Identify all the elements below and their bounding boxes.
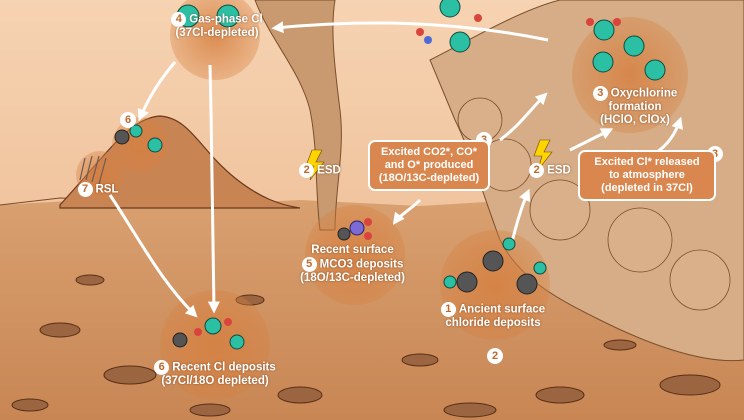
step-2-right-badge: 2 [529,163,545,178]
recent-cl-line1: Recent Cl deposits [172,361,276,374]
rsl-streaks [79,155,107,185]
excited-co2-line3: (18O/13C-depleted) [378,172,480,184]
step-1-badge: 1 [440,302,456,317]
step-6-bottom-badge: 6 [154,360,170,375]
gas-phase-cl-title: Gas-phase Cl [189,13,263,26]
gas-phase-cl-sub: (37Cl-depleted) [175,27,259,39]
node-excited-cl: Excited Cl* released to atmosphere (depl… [578,150,716,201]
step-2-left-badge: 2 [299,163,315,178]
ancient-line1: Ancient surface [458,303,546,316]
mco3-line2: MCO3 deposits [319,258,404,271]
molecule-mco3 [337,218,372,241]
molecule-sky [416,0,482,53]
molecule-hill [114,124,163,153]
excited-cl-line3: (depleted in 37Cl) [601,182,693,194]
molecule-oxy [586,18,666,81]
oxychlorine-sub: (HClO, ClOx) [600,114,670,126]
step-7-badge: 7 [77,182,93,197]
recent-cl-line2: (37Cl/18O depleted) [161,375,269,387]
ground-rocks [11,274,721,418]
excited-co2-line1: Excited CO2*, CO* [381,146,477,158]
mco3-line3: (18O/13C-depleted) [300,272,405,284]
step-6-top-badge: 6 [120,112,136,128]
mco3-line1: Recent surface [311,244,394,256]
excited-cl-line1: Excited Cl* released [594,156,700,168]
step-3-badge: 3 [592,86,608,101]
dust-puffs [457,97,731,311]
molecule-recent [172,317,245,350]
excited-co2-line2: and O* produced [384,159,474,171]
esd-lightning-right [533,139,553,171]
esd-left-title: ESD [317,164,341,177]
esd-right-title: ESD [547,164,571,177]
step-5-badge: 5 [301,257,317,272]
step-2-far-badge: 2 [487,348,503,364]
oxychlorine-title: Oxychlorine formation [608,87,678,113]
rsl-title: RSL [95,183,119,196]
step-4-badge: 4 [171,12,187,27]
ancient-line2: chloride deposits [445,317,541,329]
excited-cl-line2: to atmosphere [609,169,685,181]
molecules [114,0,666,350]
node-excited-co2: Excited CO2*, CO* and O* produced (18O/1… [368,140,490,191]
molecule-ancient [443,237,547,295]
